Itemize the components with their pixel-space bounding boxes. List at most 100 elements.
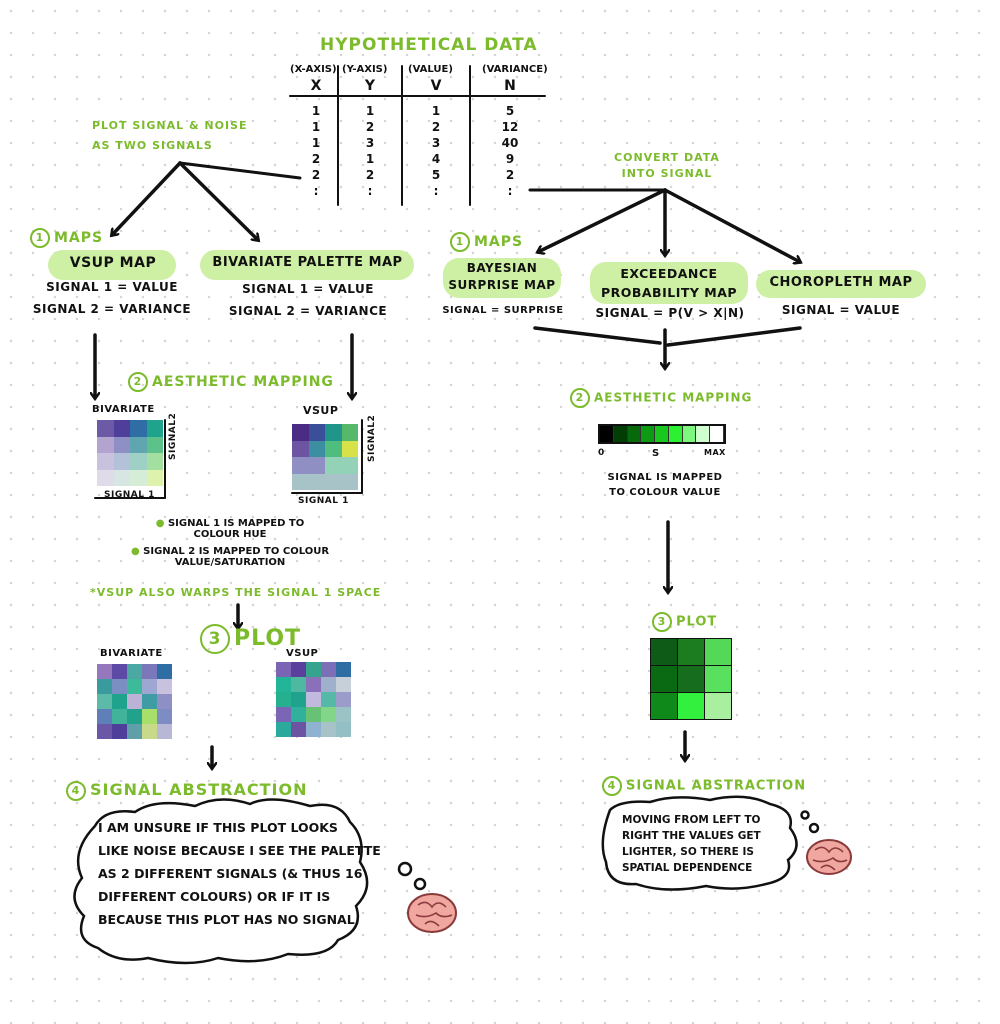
bayes-signal: SIGNAL = SURPRISE bbox=[442, 305, 564, 316]
right-thought-text: MOVING FROM LEFT TO RIGHT THE VALUES GET… bbox=[622, 814, 761, 874]
vsup-line2: SIGNAL 2 = VARIANCE bbox=[32, 302, 192, 316]
grid-cell bbox=[112, 679, 127, 694]
grid-cell bbox=[146, 469, 163, 486]
grid-cell bbox=[276, 677, 291, 692]
grid-cell bbox=[130, 469, 147, 486]
grid-cell bbox=[130, 436, 147, 453]
grid-cell bbox=[341, 473, 358, 490]
grid-cell bbox=[97, 436, 114, 453]
grid-cell bbox=[113, 469, 130, 486]
scale-max: MAX bbox=[704, 448, 726, 457]
grid-cell bbox=[651, 639, 677, 665]
grid-cell bbox=[113, 436, 130, 453]
grid-cell bbox=[127, 724, 142, 739]
grid-cell bbox=[306, 662, 321, 677]
vsup-line1: SIGNAL 1 = VALUE bbox=[46, 280, 178, 294]
grid-cell bbox=[308, 473, 325, 490]
table-header-x: X bbox=[310, 78, 322, 94]
bullet-1: ● SIGNAL 1 IS MAPPED TO COLOUR HUE bbox=[155, 518, 305, 540]
grid-cell bbox=[306, 707, 321, 722]
table-cell: : bbox=[433, 184, 439, 198]
grid-cell bbox=[97, 453, 114, 470]
table-cell: 2 bbox=[311, 152, 321, 166]
grid-cell bbox=[127, 709, 142, 724]
choro-pill bbox=[756, 270, 926, 298]
grid-cell bbox=[146, 453, 163, 470]
scale-segment bbox=[682, 426, 697, 442]
grid-cell bbox=[112, 724, 127, 739]
grid-cell bbox=[705, 639, 731, 665]
grid-cell bbox=[292, 473, 309, 490]
grid-cell bbox=[97, 664, 112, 679]
bivariate-line1: SIGNAL 1 = VALUE bbox=[242, 282, 374, 296]
grid-cell bbox=[341, 424, 358, 441]
table-header-x-top: (X-AXIS) bbox=[290, 64, 337, 75]
grid-cell bbox=[130, 420, 147, 437]
grid-cell bbox=[291, 692, 306, 707]
grid-cell bbox=[325, 473, 342, 490]
plot-choropleth bbox=[650, 638, 732, 720]
legend-bivariate-signal2: SIGNAL2 bbox=[168, 412, 178, 460]
grid-cell bbox=[127, 694, 142, 709]
grid-cell bbox=[276, 692, 291, 707]
thought-cloud-right bbox=[601, 795, 798, 891]
table-cell: 1 bbox=[431, 104, 441, 118]
left-thought-text: I AM UNSURE IF THIS PLOT LOOKS LIKE NOIS… bbox=[98, 820, 381, 927]
grid-cell bbox=[142, 664, 157, 679]
table-header-v-top: (VALUE) bbox=[408, 64, 453, 75]
plot-bivariate bbox=[97, 664, 172, 739]
grid-cell bbox=[651, 666, 677, 692]
grid-cell bbox=[113, 420, 130, 437]
grid-cell bbox=[325, 457, 342, 474]
scale-segment bbox=[668, 426, 683, 442]
grid-cell bbox=[157, 694, 172, 709]
legend-vsup-label: VSUP bbox=[303, 404, 339, 417]
table-cell: 1 bbox=[365, 104, 375, 118]
table-cell: : bbox=[367, 184, 373, 198]
grid-cell bbox=[336, 722, 351, 737]
grid-cell bbox=[341, 440, 358, 457]
grid-cell bbox=[157, 724, 172, 739]
grid-cell bbox=[142, 709, 157, 724]
grid-cell bbox=[308, 424, 325, 441]
grid-cell bbox=[325, 440, 342, 457]
grid-cell bbox=[127, 664, 142, 679]
table-cell: 2 bbox=[311, 168, 321, 182]
grid-cell bbox=[127, 679, 142, 694]
grid-cell bbox=[306, 692, 321, 707]
grid-cell bbox=[651, 693, 677, 719]
grid-cell bbox=[705, 693, 731, 719]
grid-cell bbox=[292, 457, 309, 474]
grid-cell bbox=[291, 662, 306, 677]
grid-cell bbox=[276, 707, 291, 722]
grid-cell bbox=[678, 639, 704, 665]
legend-bivariate bbox=[97, 420, 163, 486]
grid-cell bbox=[321, 662, 336, 677]
grid-cell bbox=[112, 709, 127, 724]
exceed-pill bbox=[590, 262, 748, 304]
table-cell: 40 bbox=[501, 136, 519, 150]
legend-bivariate-label: BIVARIATE bbox=[92, 404, 155, 415]
plot-bivariate-label: BIVARIATE bbox=[100, 648, 163, 659]
grid-cell bbox=[113, 453, 130, 470]
brain-icon-right bbox=[806, 839, 852, 875]
page-title: HYPOTHETICAL DATA bbox=[320, 35, 538, 55]
scale-segment bbox=[696, 426, 711, 442]
table-cell: 3 bbox=[365, 136, 375, 150]
grid-cell bbox=[321, 692, 336, 707]
grid-cell bbox=[336, 692, 351, 707]
bivariate-title: BIVARIATE PALETTE MAP bbox=[212, 255, 403, 270]
scale-segment bbox=[641, 426, 656, 442]
vsup-title: VSUP MAP bbox=[69, 255, 157, 271]
grid-cell bbox=[308, 440, 325, 457]
grid-cell bbox=[321, 722, 336, 737]
scale-segment bbox=[613, 426, 628, 442]
table-header-y: Y bbox=[364, 78, 376, 94]
grid-cell bbox=[130, 453, 147, 470]
